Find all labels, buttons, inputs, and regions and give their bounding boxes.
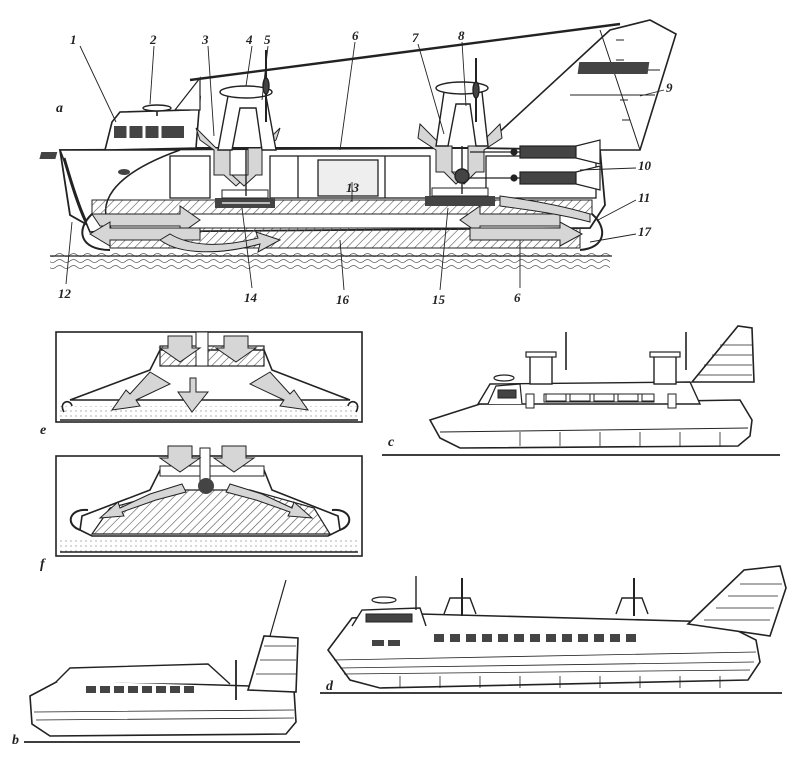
antenna-wire (189, 22, 621, 82)
panel-b-hovercraft (24, 579, 300, 743)
callout-3: 3 (201, 32, 209, 47)
mast (173, 76, 201, 111)
lift-fan-forward (215, 189, 275, 208)
leader-lines (65, 41, 665, 291)
water-surface (50, 252, 610, 270)
callout-7: 7 (412, 30, 419, 45)
radar-icon (493, 374, 515, 382)
panel-label-d: d (326, 679, 334, 694)
callout-17: 17 (638, 224, 652, 239)
callout-5: 5 (264, 32, 271, 47)
panel-label-a: a (56, 101, 63, 116)
propeller-pylon-aft (435, 58, 489, 194)
callout-2: 2 (149, 32, 157, 47)
callout-4: 4 (245, 32, 253, 47)
callout-numbers: 1 2 3 4 5 6 7 8 9 10 11 17 12 14 16 13 1… (58, 28, 673, 307)
cabin-windows (372, 634, 636, 646)
callout-1: 1 (70, 32, 77, 47)
bridge-windows (365, 613, 413, 623)
panel-e-plenum (55, 331, 363, 423)
callout-8: 8 (458, 28, 465, 43)
tail-fin (246, 635, 299, 693)
callout-11: 11 (638, 190, 650, 205)
panel-label-c: c (388, 435, 395, 450)
callout-10: 10 (638, 158, 652, 173)
wheelhouse-windows (114, 126, 184, 138)
callout-16: 16 (336, 292, 350, 307)
panel-c-hovercraft (382, 325, 780, 456)
callout-13: 13 (346, 180, 360, 195)
tail-fin (477, 19, 677, 151)
panel-label-f: f (40, 557, 46, 572)
callout-14: 14 (244, 290, 258, 305)
panel-f-skirt (55, 445, 363, 557)
tail-fin (686, 565, 787, 637)
cabin-windows (86, 686, 194, 693)
panel-d-hovercraft (320, 565, 787, 694)
airflow-arrows (110, 335, 310, 413)
fan-hub-icon (198, 478, 214, 494)
airflow-arrows (98, 445, 314, 519)
panel-label-e: e (40, 423, 46, 438)
panel-label-b: b (12, 733, 19, 748)
callout-6: 6 (352, 28, 359, 43)
tail-stripe (577, 62, 650, 74)
panel-a-cutaway (39, 19, 677, 270)
lift-fan-aft (425, 187, 495, 206)
radar-icon (371, 596, 397, 604)
callout-15: 15 (432, 292, 446, 307)
radar-icon (142, 104, 172, 112)
callout-9: 9 (666, 80, 673, 95)
tail-fin (690, 325, 755, 383)
callout-12: 12 (58, 286, 72, 301)
callout-6b: 6 (514, 290, 521, 305)
gas-turbine-engines (470, 139, 601, 191)
